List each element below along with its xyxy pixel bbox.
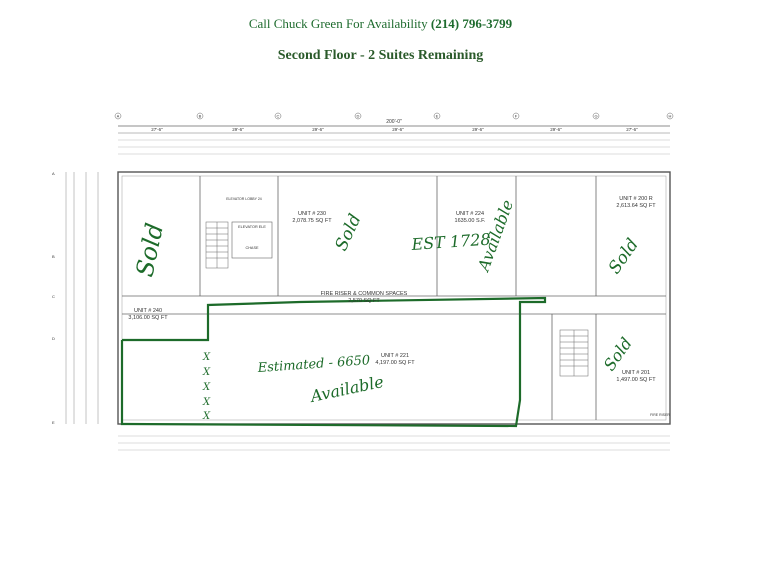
unit-label-201: UNIT # 201 1,497.00 SQ FT	[616, 370, 656, 383]
left-dimension-chain	[65, 172, 99, 424]
x-mark: X	[202, 367, 211, 378]
grid-col-label: H	[669, 114, 672, 119]
chase-label: CHASE	[245, 246, 259, 250]
grid-row-label: E	[52, 420, 55, 425]
available-boundary-221	[120, 296, 547, 428]
grid-col-G: G	[592, 112, 600, 120]
unit-area: 1635.00 S.F.	[455, 218, 486, 224]
overall-dimension: 200'-0"	[118, 119, 670, 127]
grid-col-E: E	[433, 112, 441, 120]
unit-label-230: UNIT # 230 2,078.75 SQ FT	[292, 211, 332, 224]
x-mark: X	[202, 397, 211, 408]
unit-name: UNIT # 201	[622, 370, 650, 376]
building-outline	[117, 171, 671, 425]
unit-label-200R: UNIT # 200 R 2,613.64 SQ FT	[616, 196, 656, 209]
unit-label-224: UNIT # 224 1635.00 S.F.	[455, 211, 486, 224]
handwritten-estimate-221: Estimated - 6650	[256, 353, 370, 376]
grid-col-label: F	[515, 114, 518, 119]
grid-rows: A B C D E	[52, 171, 55, 425]
unit-area: 4,197.00 SQ FT	[375, 360, 415, 366]
unit-area: 1,497.00 SQ FT	[616, 377, 656, 383]
grid-col-F: F	[512, 112, 520, 120]
handwritten-sold-201: Sold	[600, 334, 636, 374]
grid-columns: A B C D E F G H	[114, 112, 674, 120]
grid-col-label: C	[277, 114, 280, 119]
grid-col-D: D	[354, 112, 362, 120]
segment-label: 27'-6"	[151, 127, 163, 132]
elevator: ELEVATOR ELE CHASE ELEVATOR LOBBY 24	[226, 197, 273, 259]
elevator-lobby-label: ELEVATOR LOBBY 24	[226, 197, 262, 201]
grid-col-label: B	[199, 114, 202, 119]
segment-label: 29'-6"	[232, 127, 244, 132]
unit-area: 2,078.75 SQ FT	[292, 218, 332, 224]
handwritten-sold-240: Sold	[130, 221, 169, 280]
x-mark: X	[202, 382, 211, 393]
grid-row-label: C	[52, 294, 55, 299]
overall-dimension-label: 200'-0"	[386, 119, 402, 125]
handwritten-sold-200R: Sold	[605, 235, 643, 278]
segment-label: 29'-6"	[550, 127, 562, 132]
segment-label: 27'-6"	[626, 127, 638, 132]
segment-label: 29'-6"	[472, 127, 484, 132]
common-space-area: 2,570 SQ FT	[348, 298, 380, 304]
common-space-label: FIRE RISER & COMMON SPACES 2,570 SQ FT	[321, 291, 408, 304]
phone-number: (214) 796-3799	[430, 16, 513, 31]
grid-col-label: D	[357, 114, 360, 119]
contact-line: Call Chuck Green For Availability (214) …	[0, 16, 761, 32]
handwritten-sold-230: Sold	[331, 211, 365, 254]
unit-name: UNIT # 230	[298, 211, 326, 217]
grid-row-label: D	[52, 336, 55, 341]
grid-row-label: B	[52, 254, 55, 259]
grid-col-label: G	[594, 114, 597, 119]
x-marks: X X X X X	[202, 352, 211, 422]
grid-col-C: C	[274, 112, 282, 120]
grid-col-H: H	[666, 112, 674, 120]
grid-col-label: E	[436, 114, 439, 119]
unit-area: 2,613.64 SQ FT	[616, 203, 656, 209]
top-segments: 27'-6" 29'-6" 29'-6" 29'-6" 29'-6" 29'-6…	[118, 127, 670, 134]
grid-row-label: A	[52, 171, 55, 176]
contact-text: Call Chuck Green For Availability	[248, 16, 428, 31]
fire-riser-label: FIRE RISER	[650, 413, 670, 417]
unit-label-240: UNIT # 240 3,106.00 SQ FT	[128, 308, 168, 321]
segment-label: 29'-6"	[392, 127, 404, 132]
page-title: Second Floor - 2 Suites Remaining	[277, 48, 484, 63]
grid-col-A: A	[114, 112, 122, 120]
x-mark: X	[202, 411, 211, 422]
unit-name: UNIT # 240	[134, 308, 162, 314]
stair-left	[205, 221, 229, 269]
partitions	[122, 176, 666, 420]
elevator-label: ELEVATOR ELE	[238, 225, 266, 229]
x-mark: X	[202, 352, 211, 363]
grid-col-B: B	[196, 112, 204, 120]
dimension-strings	[118, 139, 670, 451]
unit-name: UNIT # 200 R	[619, 196, 653, 202]
common-space-name: FIRE RISER & COMMON SPACES	[321, 291, 408, 297]
unit-area: 3,106.00 SQ FT	[128, 315, 168, 321]
unit-label-221: UNIT # 221 4,197.00 SQ FT	[375, 353, 415, 366]
unit-name: UNIT # 221	[381, 353, 409, 359]
handwritten-available-221: Available	[307, 372, 385, 406]
grid-col-label: A	[117, 114, 120, 119]
segment-label: 29'-6"	[312, 127, 324, 132]
stair-right	[559, 329, 589, 377]
unit-name: UNIT # 224	[456, 211, 484, 217]
